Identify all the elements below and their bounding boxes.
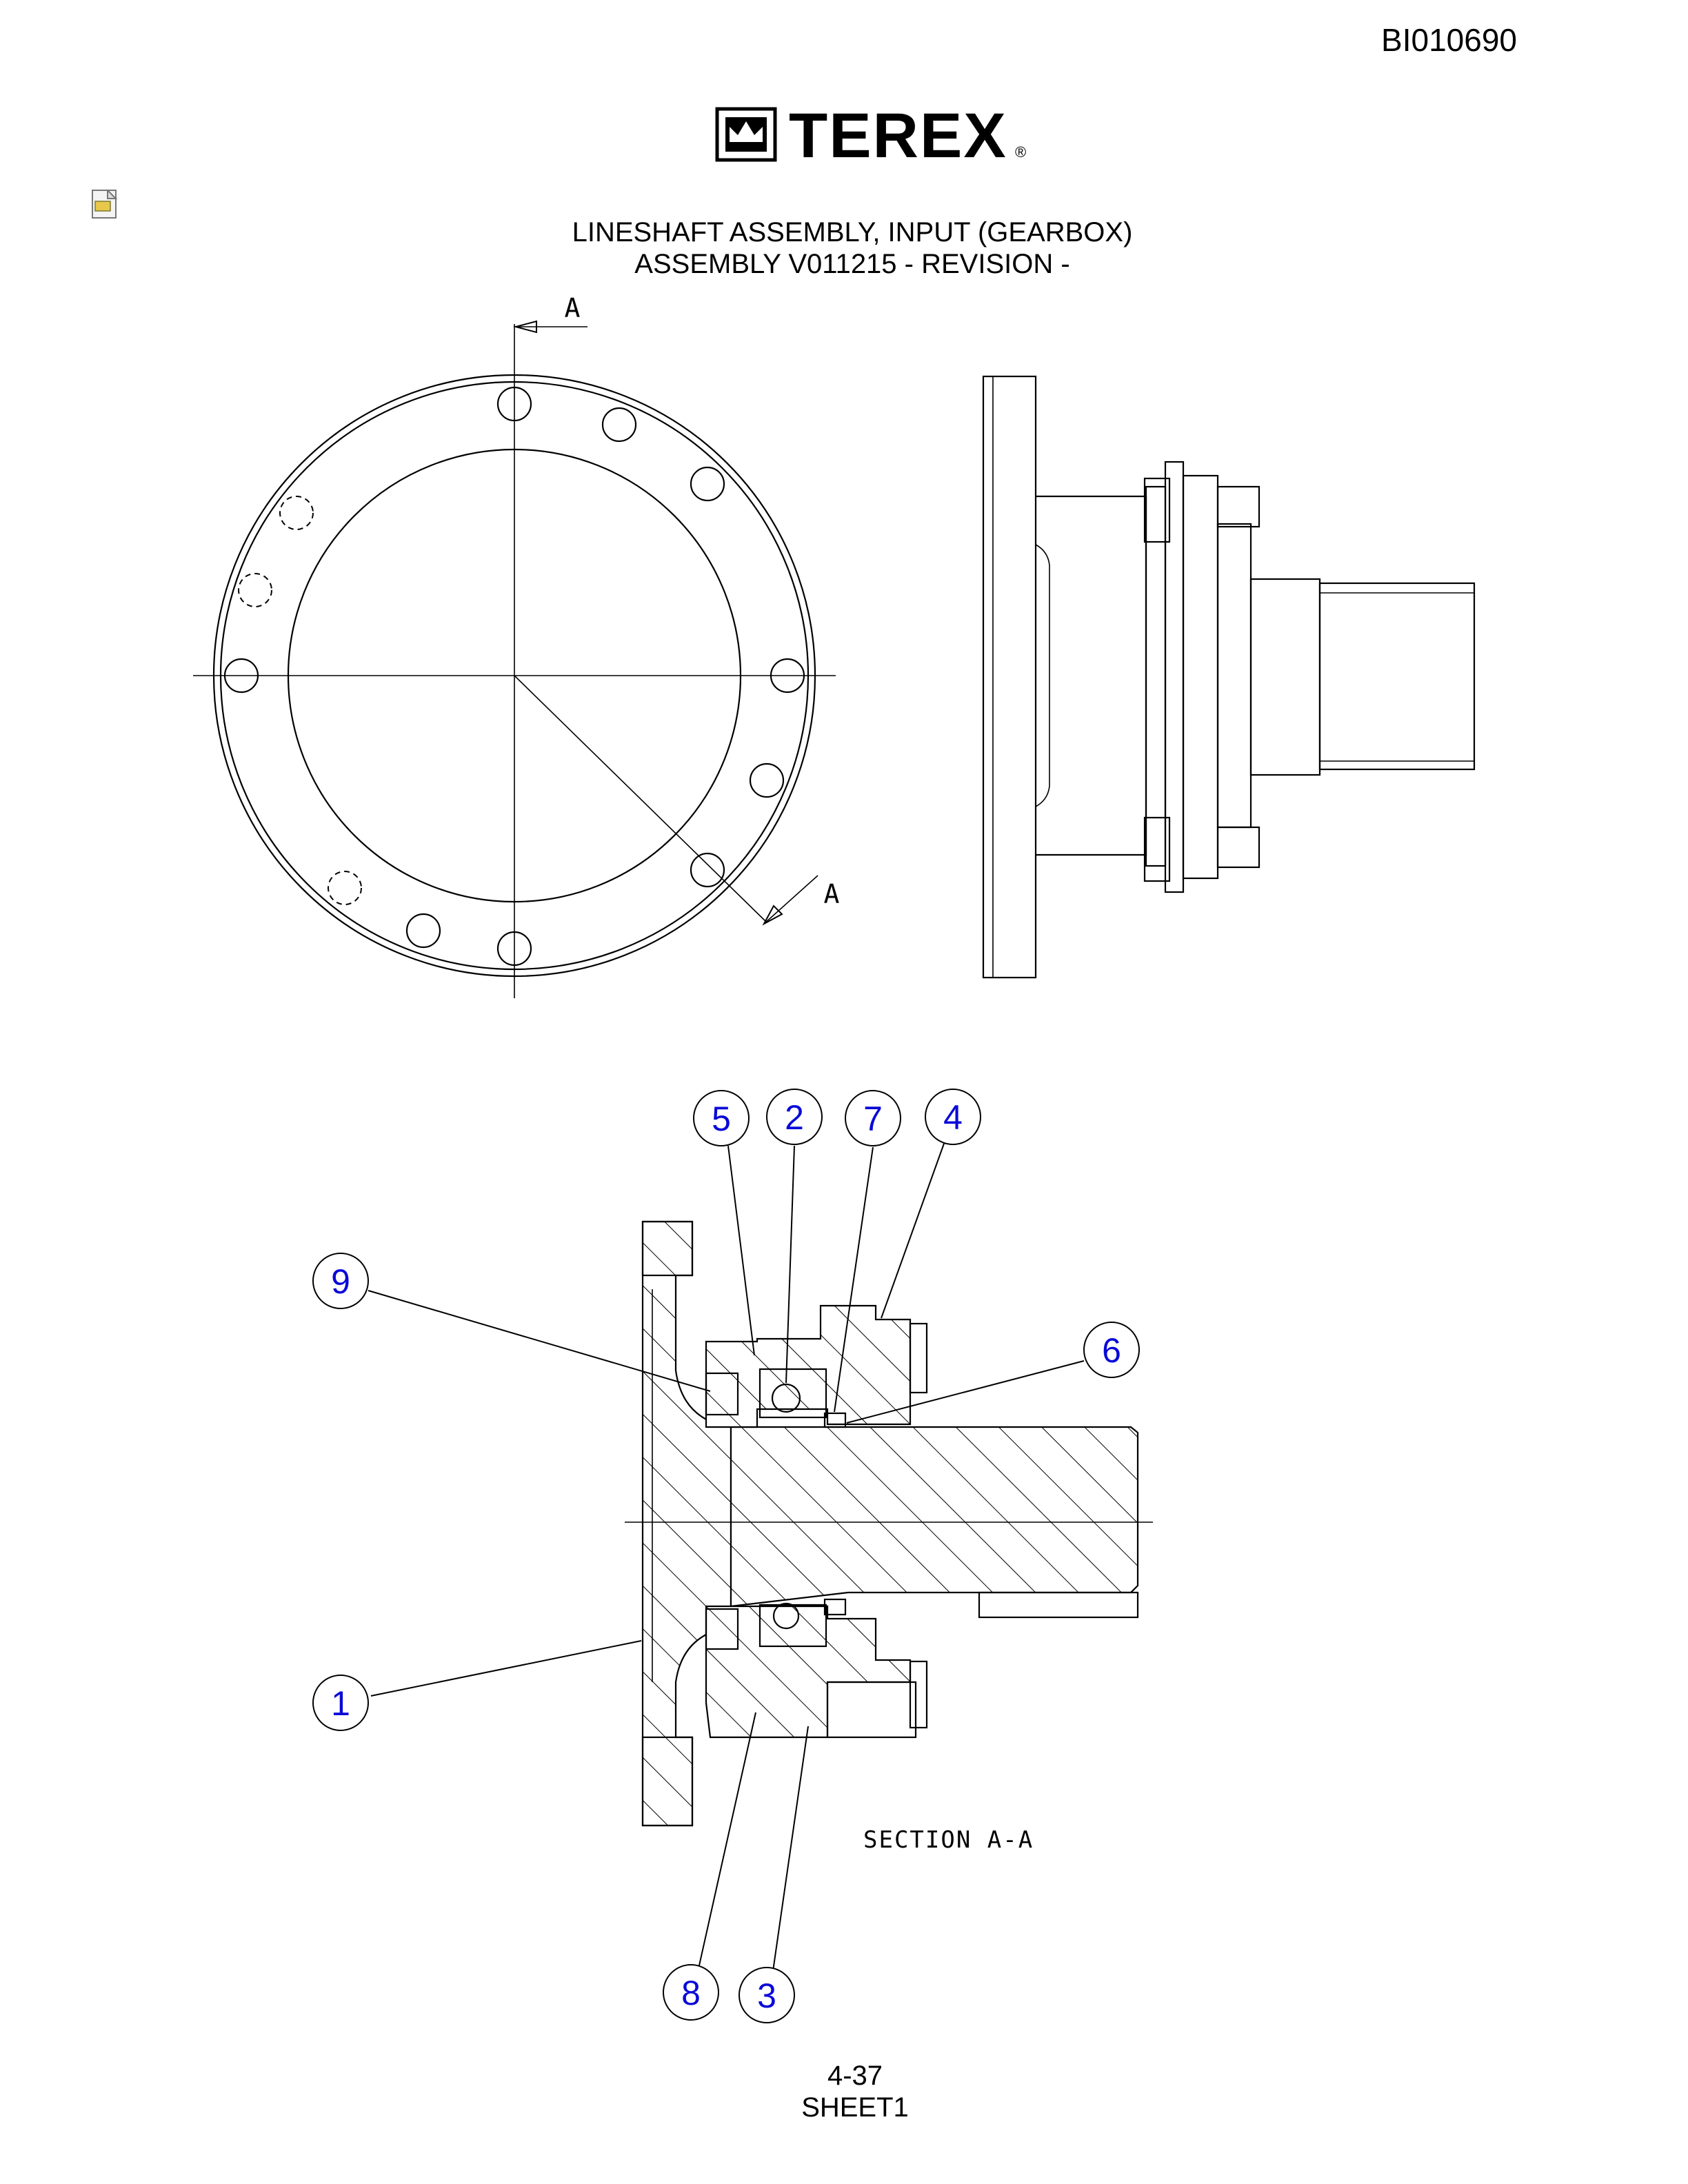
- registered-mark: ®: [1015, 143, 1026, 161]
- section-arrow-top: A: [513, 293, 587, 334]
- balloon-7: 7: [845, 1090, 901, 1146]
- section-letter-top: A: [565, 293, 581, 323]
- bolt-holes: [223, 386, 805, 967]
- balloon-8: 8: [663, 1964, 719, 2021]
- balloon-9: 9: [312, 1253, 369, 1309]
- balloon-1-label: 1: [331, 1684, 350, 1723]
- balloon-3-label: 3: [757, 1976, 776, 2015]
- leader-lines: [368, 1141, 1085, 1976]
- crown-logo-icon: [715, 107, 777, 162]
- sheet-label: SHEET1: [801, 2092, 909, 2123]
- front-view: A A: [193, 293, 840, 998]
- section-label: SECTION A-A: [863, 1826, 1034, 1854]
- balloon-8-label: 8: [681, 1974, 701, 2012]
- document-icon: [92, 190, 118, 219]
- section-arrow-bottom: A: [762, 875, 840, 926]
- drawing-title-line2: ASSEMBLY V011215 - REVISION -: [634, 249, 1069, 279]
- balloon-1: 1: [312, 1675, 369, 1731]
- terex-logo: TEREX ®: [715, 101, 1026, 171]
- balloon-4-label: 4: [943, 1098, 963, 1137]
- balloon-5: 5: [693, 1090, 750, 1146]
- balloon-9-label: 9: [331, 1262, 350, 1301]
- side-view: [982, 375, 1476, 979]
- page-number: 4-37: [827, 2061, 883, 2091]
- section-letter-bottom: A: [824, 879, 840, 909]
- document-id: BI010690: [1381, 22, 1517, 58]
- balloon-5-label: 5: [712, 1100, 731, 1138]
- balloon-6-label: 6: [1102, 1331, 1121, 1370]
- balloon-6: 6: [1083, 1322, 1140, 1378]
- balloon-7-label: 7: [863, 1100, 883, 1138]
- balloon-3: 3: [738, 1967, 795, 2023]
- section-view: SECTION A-A: [625, 1220, 1153, 1854]
- brand-name: TEREX: [789, 101, 1007, 171]
- drawing-title-line1: LINESHAFT ASSEMBLY, INPUT (GEARBOX): [572, 217, 1133, 247]
- balloon-4: 4: [925, 1089, 981, 1145]
- balloon-2: 2: [766, 1089, 823, 1145]
- balloon-2-label: 2: [785, 1098, 804, 1137]
